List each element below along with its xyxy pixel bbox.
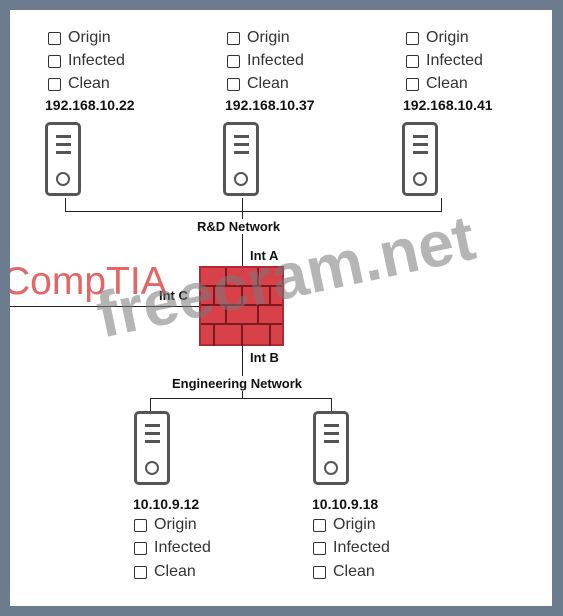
h1-infected-option[interactable]: Infected bbox=[48, 51, 125, 71]
h5-origin-option[interactable]: Origin bbox=[313, 515, 376, 535]
clean-label: Clean bbox=[426, 75, 468, 92]
h1-origin-checkbox[interactable] bbox=[48, 31, 61, 45]
h2-infected-checkbox[interactable] bbox=[227, 54, 240, 68]
origin-label: Origin bbox=[333, 516, 376, 533]
firewall-icon[interactable] bbox=[199, 266, 284, 346]
clean-label: Clean bbox=[154, 563, 196, 580]
h2-ip-address: 192.168.10.37 bbox=[225, 97, 315, 113]
h4-clean-checkbox[interactable] bbox=[134, 565, 147, 579]
h2-infected-option[interactable]: Infected bbox=[227, 51, 304, 71]
origin-label: Origin bbox=[154, 516, 197, 533]
int-a-label: Int A bbox=[250, 248, 279, 263]
infected-label: Infected bbox=[247, 52, 304, 69]
h1-ip-address: 192.168.10.22 bbox=[45, 97, 135, 113]
int-a-line bbox=[242, 212, 243, 266]
h5-drop-line bbox=[331, 398, 332, 412]
infected-label: Infected bbox=[333, 539, 390, 556]
h1-infected-checkbox[interactable] bbox=[48, 54, 61, 68]
comptia-watermark: CompTIA bbox=[10, 260, 167, 303]
h3-infected-option[interactable]: Infected bbox=[406, 51, 483, 71]
clean-label: Clean bbox=[68, 75, 110, 92]
h1-clean-option[interactable]: Clean bbox=[48, 74, 110, 94]
h3-origin-checkbox[interactable] bbox=[406, 31, 419, 45]
h3-clean-checkbox[interactable] bbox=[406, 77, 419, 91]
h4-infected-option[interactable]: Infected bbox=[134, 538, 211, 558]
infected-label: Infected bbox=[154, 539, 211, 556]
h5-infected-option[interactable]: Infected bbox=[313, 538, 390, 558]
h1-origin-option[interactable]: Origin bbox=[48, 28, 111, 48]
h4-ip-address: 10.10.9.12 bbox=[133, 496, 200, 512]
h1-drop-line bbox=[65, 198, 66, 212]
h3-infected-checkbox[interactable] bbox=[406, 54, 419, 68]
h2-origin-checkbox[interactable] bbox=[227, 31, 240, 45]
server-icon[interactable] bbox=[313, 411, 349, 485]
h2-origin-option[interactable]: Origin bbox=[227, 28, 290, 48]
h5-origin-checkbox[interactable] bbox=[313, 518, 326, 532]
server-icon[interactable] bbox=[223, 122, 259, 196]
origin-label: Origin bbox=[426, 29, 469, 46]
origin-label: Origin bbox=[68, 29, 111, 46]
h3-drop-line bbox=[441, 198, 442, 212]
clean-label: Clean bbox=[333, 563, 375, 580]
server-icon[interactable] bbox=[134, 411, 170, 485]
h4-infected-checkbox[interactable] bbox=[134, 541, 147, 555]
origin-label: Origin bbox=[247, 29, 290, 46]
h2-clean-option[interactable]: Clean bbox=[227, 74, 289, 94]
eng-bus-line bbox=[150, 398, 331, 399]
engineering-network-label: Engineering Network bbox=[170, 376, 305, 391]
h2-clean-checkbox[interactable] bbox=[227, 77, 240, 91]
h5-infected-checkbox[interactable] bbox=[313, 541, 326, 555]
h5-ip-address: 10.10.9.18 bbox=[312, 496, 379, 512]
server-icon[interactable] bbox=[45, 122, 81, 196]
int-b-label: Int B bbox=[250, 350, 279, 365]
h5-clean-checkbox[interactable] bbox=[313, 565, 326, 579]
h2-drop-line bbox=[242, 198, 243, 212]
h1-clean-checkbox[interactable] bbox=[48, 77, 61, 91]
h3-origin-option[interactable]: Origin bbox=[406, 28, 469, 48]
int-b-line bbox=[242, 346, 243, 398]
infected-label: Infected bbox=[68, 52, 125, 69]
network-diagram: Origin Infected Clean 192.168.10.22 Orig… bbox=[10, 10, 552, 606]
rd-bus-line bbox=[65, 211, 442, 212]
int-c-label: Int C bbox=[159, 288, 188, 303]
infected-label: Infected bbox=[426, 52, 483, 69]
int-c-line bbox=[10, 306, 199, 307]
h3-clean-option[interactable]: Clean bbox=[406, 74, 468, 94]
h4-origin-checkbox[interactable] bbox=[134, 518, 147, 532]
server-icon[interactable] bbox=[402, 122, 438, 196]
rd-network-label: R&D Network bbox=[195, 219, 283, 234]
h5-clean-option[interactable]: Clean bbox=[313, 562, 375, 582]
clean-label: Clean bbox=[247, 75, 289, 92]
h3-ip-address: 192.168.10.41 bbox=[403, 97, 493, 113]
h4-origin-option[interactable]: Origin bbox=[134, 515, 197, 535]
h4-drop-line bbox=[150, 398, 151, 412]
freecram-watermark: freecram.net bbox=[90, 201, 481, 352]
h4-clean-option[interactable]: Clean bbox=[134, 562, 196, 582]
